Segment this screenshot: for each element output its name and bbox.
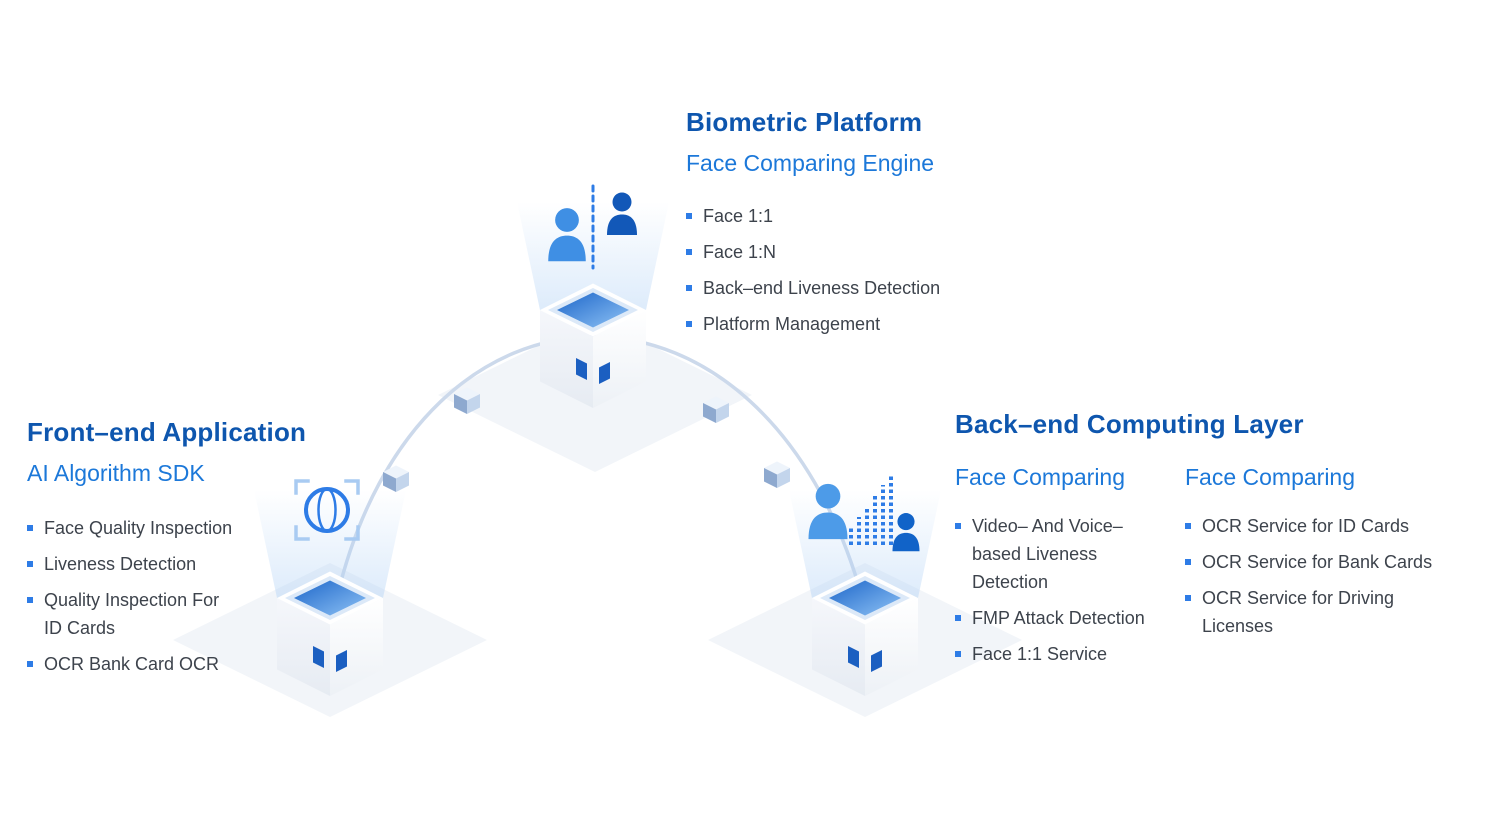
backend-computing-section: Back–end Computing Layer Face Comparing … [955,408,1495,676]
bullet-icon [1185,595,1191,601]
arc-cube-icon [764,461,790,488]
frontend-application-title: Front–end Application [27,417,307,447]
bullet-icon [27,597,33,603]
bullet-icon [955,651,961,657]
list-item: OCR Service for ID Cards [1185,512,1485,540]
bullet-icon [686,285,692,291]
backend-column-heading: Face Comparing [1185,464,1356,490]
backend-computing-title: Back–end Computing Layer [955,409,1304,439]
bullet-icon [1185,559,1191,565]
bullet-icon [27,661,33,667]
list-item: Back–end Liveness Detection [686,274,1016,302]
list-item: Face Quality Inspection [27,514,317,542]
list-item: FMP Attack Detection [955,604,1173,632]
bullet-icon [686,249,692,255]
face-compare-icon [548,184,637,270]
face-scan-icon [294,479,360,541]
list-item: OCR Bank Card OCR [27,650,317,678]
list-item: Quality Inspection For ID Cards [27,586,317,642]
list-item: OCR Service for Driving Licenses [1185,584,1485,640]
biometric-platform-list: Face 1:1 Face 1:N Back–end Liveness Dete… [686,202,1016,338]
analytics-person-icon [808,476,920,552]
bullet-icon [686,213,692,219]
list-item: Face 1:1 Service [955,640,1173,668]
backend-column-heading: Face Comparing [955,464,1126,490]
backend-columns: Face Comparing Video– And Voice– based L… [955,452,1495,676]
list-item: Face 1:1 [686,202,1016,230]
bullet-icon [686,321,692,327]
biometric-platform-section: Biometric Platform Face Comparing Engine… [686,106,1016,346]
biometric-platform-subtitle: Face Comparing Engine [686,150,935,176]
bullet-icon [955,523,961,529]
bullet-icon [27,525,33,531]
list-item: Liveness Detection [27,550,317,578]
frontend-application-list: Face Quality Inspection Liveness Detecti… [27,514,317,678]
bullet-icon [1185,523,1191,529]
bullet-icon [955,615,961,621]
frontend-application-section: Front–end Application AI Algorithm SDK F… [27,416,317,686]
backend-column-face-comparing-2: Face Comparing OCR Service for ID Cards … [1185,452,1485,676]
backend-column-face-comparing-1: Face Comparing Video– And Voice– based L… [955,452,1173,676]
frontend-application-subtitle: AI Algorithm SDK [27,460,205,486]
biometric-platform-title: Biometric Platform [686,107,923,137]
list-item: Video– And Voice– based Liveness Detecti… [955,512,1173,596]
list-item: Face 1:N [686,238,1016,266]
backend-column-list: OCR Service for ID Cards OCR Service for… [1185,512,1485,640]
list-item: Platform Management [686,310,1016,338]
bullet-icon [27,561,33,567]
backend-column-list: Video– And Voice– based Liveness Detecti… [955,512,1173,668]
list-item: OCR Service for Bank Cards [1185,548,1485,576]
